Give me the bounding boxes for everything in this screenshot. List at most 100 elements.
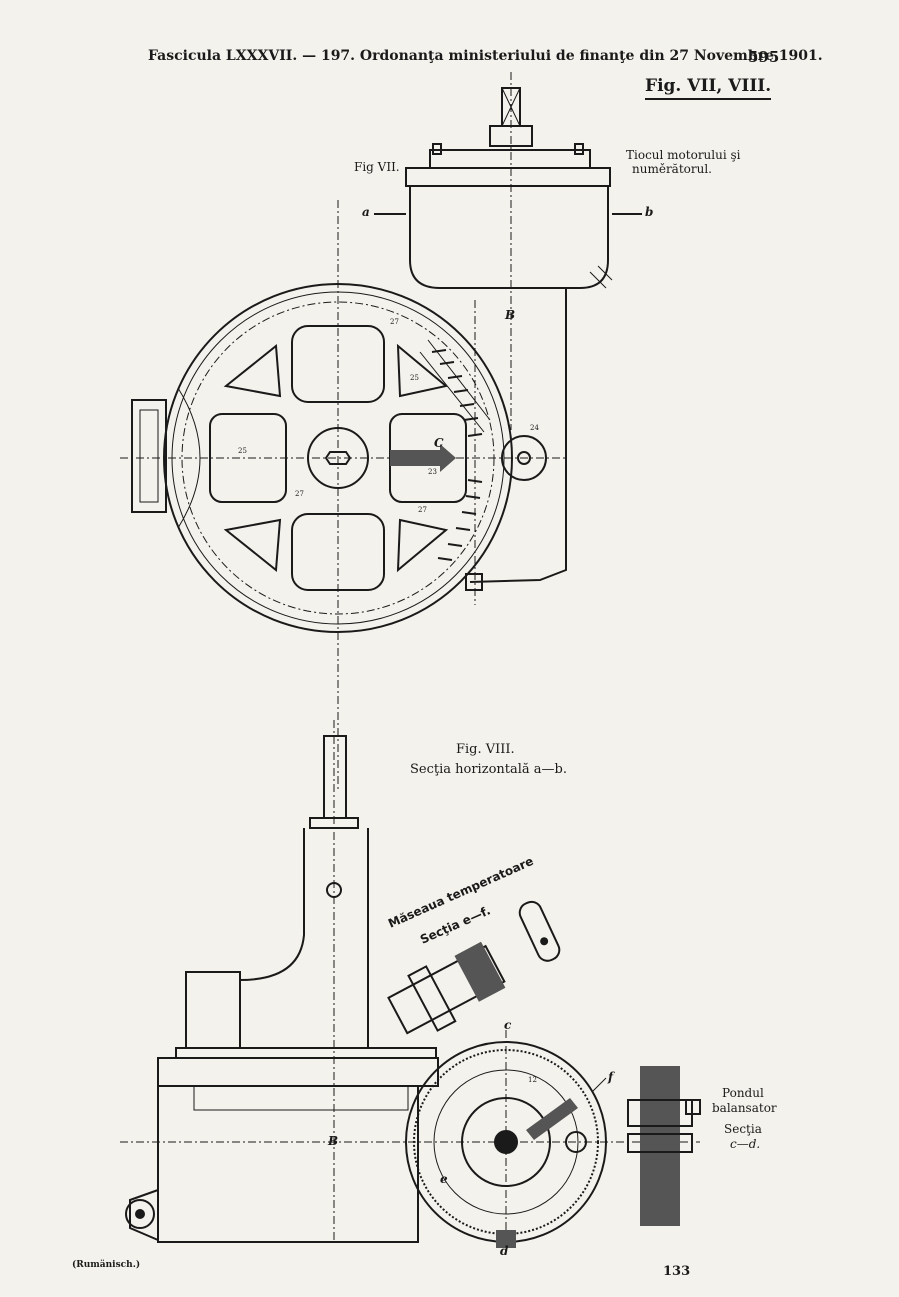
fig8-balance-section bbox=[640, 1066, 680, 1226]
fig8-spring bbox=[526, 1098, 578, 1140]
fig8-balance-line2: balansator bbox=[712, 1101, 777, 1115]
fig7-scale-tick bbox=[459, 403, 475, 407]
fig8-link-hole bbox=[540, 937, 549, 946]
fig7-cover-top bbox=[429, 149, 591, 169]
sheet-number: 133 bbox=[663, 1264, 691, 1279]
fig7-window-tr bbox=[396, 343, 449, 398]
fig7-mark: 25 bbox=[410, 374, 419, 382]
fig7-right-lug bbox=[501, 435, 547, 481]
fig7-mark: 27 bbox=[390, 318, 399, 326]
fig8-shaft bbox=[323, 735, 347, 819]
fig8-jaw-gear bbox=[454, 941, 506, 1002]
fig8-base-top bbox=[175, 1047, 437, 1059]
fig8-drawing bbox=[120, 720, 701, 1250]
fig7-label-b: b bbox=[645, 205, 654, 219]
fig8-subtitle: Secţia horizontală a—b. bbox=[410, 762, 567, 777]
fig8-base-body bbox=[157, 1085, 419, 1243]
page-number: 595 bbox=[748, 48, 780, 66]
fig8-jaw-body bbox=[387, 944, 506, 1035]
fig8-label-f: f bbox=[608, 1070, 614, 1084]
figure-title: Fig. VII, VIII. bbox=[645, 76, 772, 100]
fig8-link-piece bbox=[518, 900, 561, 962]
fig7-scale-tick bbox=[465, 495, 481, 499]
fig7-window-left bbox=[209, 413, 287, 503]
fig7-label: Fig VII. bbox=[354, 160, 400, 174]
fig7-wheel-rim bbox=[171, 291, 505, 625]
fig7-scale-tick bbox=[447, 543, 463, 547]
fig7-label-C: C bbox=[434, 436, 444, 450]
fig8-left-block bbox=[185, 971, 241, 1049]
fig7-left-arc bbox=[177, 387, 201, 529]
fig7-hub bbox=[307, 427, 369, 489]
fig8-base-slot bbox=[193, 1085, 409, 1111]
fig7-hub-nut bbox=[324, 451, 352, 465]
fig8-label-e: e bbox=[440, 1172, 448, 1186]
fig8-temp-jaw bbox=[387, 941, 506, 1035]
fig7-caption-line1: Tiocul motorului şi bbox=[626, 148, 741, 162]
fig7-window-bottom bbox=[291, 513, 385, 591]
fig7-scale-tick bbox=[439, 361, 455, 365]
fig7-housing-upper bbox=[409, 186, 609, 289]
fig8-jaw-screw bbox=[407, 965, 457, 1032]
fig7-wheel-outer bbox=[163, 283, 513, 633]
fig7-scale-tick bbox=[467, 479, 483, 483]
footer-left: (Rumänisch.) bbox=[72, 1260, 141, 1270]
fig8-label-d: d bbox=[500, 1244, 509, 1258]
fig7-bolt-left bbox=[432, 143, 442, 155]
fig7-wheel-pitch-circle bbox=[181, 301, 495, 615]
fig7-window-tl bbox=[223, 344, 282, 398]
fig7-scale-edge bbox=[419, 339, 491, 433]
fig8-balance-lower-bar bbox=[627, 1133, 693, 1153]
page-header: Fascicula LXXXVII. — 197. Ordonanţa mini… bbox=[148, 48, 823, 64]
fig7-window-bl bbox=[223, 518, 282, 572]
fig7-vent bbox=[589, 265, 613, 289]
fig7-mark: 27 bbox=[295, 490, 304, 498]
fig8-link-body bbox=[518, 900, 561, 962]
fig8-pivot-pin bbox=[135, 1209, 145, 1219]
fig8-bottom-pin bbox=[496, 1230, 516, 1248]
fig8-wheel-center bbox=[494, 1130, 518, 1154]
fig7-caption-line2: numěrătorul. bbox=[632, 162, 712, 176]
fig7-label-a: a bbox=[362, 205, 370, 219]
fig7-label-B: B bbox=[505, 308, 516, 322]
fig7-scale-tick bbox=[437, 557, 453, 561]
fig7-scale-tick bbox=[453, 389, 469, 393]
fig8-balance-line4: c—d. bbox=[730, 1137, 761, 1151]
fig7-scale-tick bbox=[455, 527, 471, 531]
fig7-mark: 24 bbox=[530, 424, 539, 432]
fig8-leader-f bbox=[591, 1077, 607, 1093]
fig7-bottom-foot bbox=[465, 573, 483, 591]
fig8-label-B: B bbox=[328, 1134, 339, 1148]
fig7-drawing bbox=[120, 72, 642, 790]
fig7-bolt-right bbox=[574, 143, 584, 155]
fig7-scale-tick bbox=[467, 433, 483, 437]
fig7-scale-tick bbox=[431, 349, 447, 353]
fig7-mark: 23 bbox=[428, 468, 437, 476]
fig7-mark: 27 bbox=[418, 506, 427, 514]
fig7-dial-pointer bbox=[390, 444, 456, 472]
fig7-window-br bbox=[396, 518, 449, 573]
fig7-window-top bbox=[291, 325, 385, 403]
fig8-wheel-stud bbox=[565, 1131, 587, 1153]
fig7-right-lug-hole bbox=[517, 451, 531, 465]
fig7-left-bracket-inner bbox=[139, 409, 159, 503]
fig7-left-bracket bbox=[131, 399, 167, 513]
fig8-shaft-collar bbox=[309, 817, 359, 829]
fig8-column-left bbox=[239, 828, 305, 1048]
fig8-base-pivot-arm bbox=[129, 1189, 159, 1241]
fig7-cover-rim bbox=[405, 167, 611, 187]
fig8-wheel-hub-ring bbox=[461, 1097, 551, 1187]
fig7-dial-scale bbox=[419, 339, 491, 561]
fig8-balance-line3: Secţia bbox=[724, 1122, 762, 1136]
fig8-label-c: c bbox=[504, 1018, 512, 1032]
fig8-pivot-ring bbox=[125, 1199, 155, 1229]
fig7-housing-side bbox=[469, 288, 567, 583]
fig7-scale-tick bbox=[447, 375, 463, 379]
fig8-column-hole bbox=[326, 882, 342, 898]
fig8-mark-12: 12 bbox=[528, 1076, 537, 1084]
fig8-balance-screw bbox=[685, 1099, 701, 1115]
fig8-base-ledge bbox=[157, 1057, 439, 1087]
fig7-scale-tick bbox=[463, 417, 479, 421]
fig8-wheel-inner bbox=[433, 1069, 579, 1215]
